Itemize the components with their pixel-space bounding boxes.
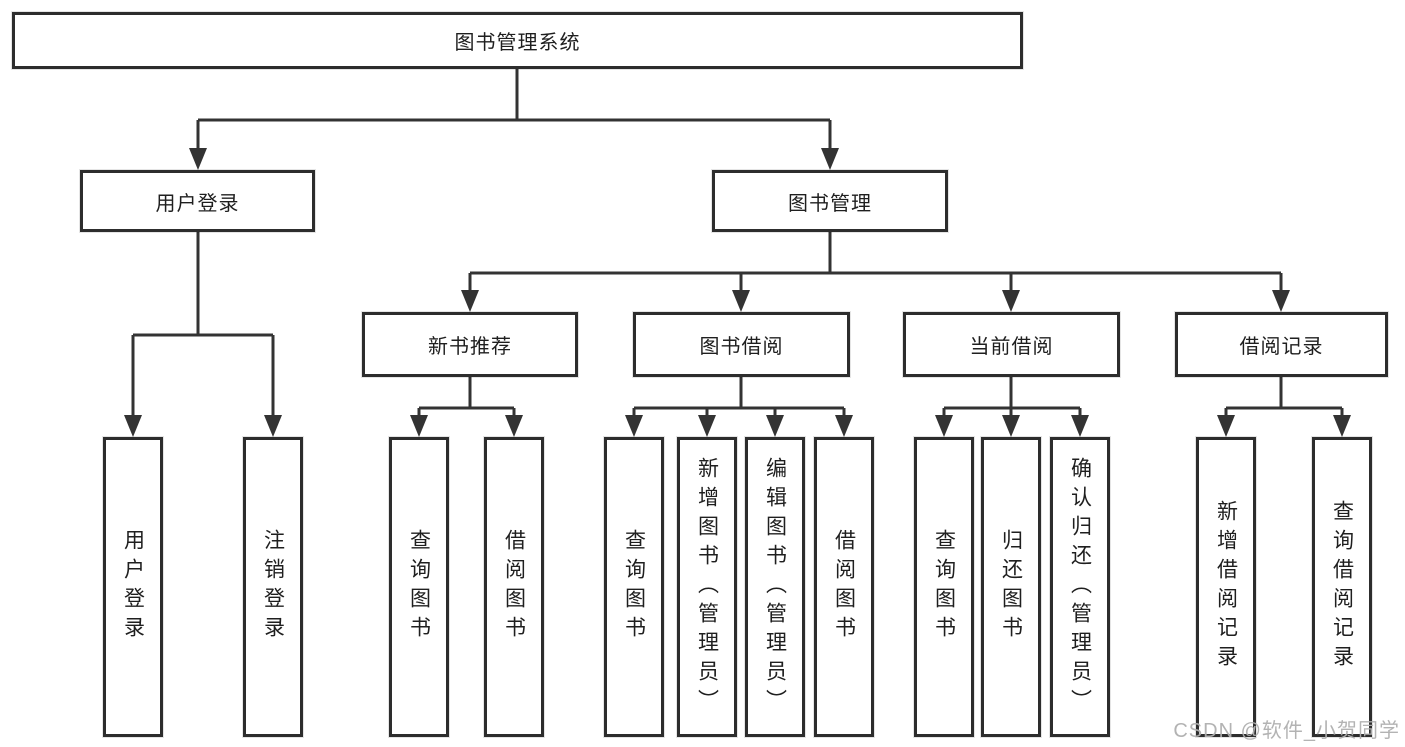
- leaf-add-books-admin: 新增图书（管理员）: [677, 437, 737, 737]
- node-label: 借阅图书: [502, 529, 526, 645]
- node-label: 图书管理系统: [454, 32, 581, 54]
- node-label: 借阅记录: [1239, 336, 1324, 358]
- leaf-logout: 注销登录: [243, 437, 303, 737]
- node-borrow-records: 借阅记录: [1175, 312, 1388, 377]
- leaf-confirm-return-admin: 确认归还（管理员）: [1050, 437, 1110, 737]
- node-label: 确认归还（管理员）: [1068, 456, 1092, 718]
- node-label: 用户登录: [155, 192, 240, 215]
- leaf-return-books: 归还图书: [981, 437, 1041, 737]
- node-label: 归还图书: [999, 529, 1023, 645]
- leaf-query-books-1: 查询图书: [389, 437, 449, 737]
- node-label: 查询图书: [932, 529, 956, 645]
- node-label: 图书借阅: [699, 336, 784, 358]
- leaf-query-books-2: 查询图书: [604, 437, 664, 737]
- csdn-watermark: CSDN @软件_小贺同学: [1173, 720, 1400, 742]
- leaf-add-borrow-record: 新增借阅记录: [1196, 437, 1256, 737]
- node-label: 图书管理: [788, 192, 872, 215]
- node-label: 当前借阅: [969, 336, 1054, 358]
- leaf-edit-books-admin: 编辑图书（管理员）: [745, 437, 805, 737]
- node-label: 编辑图书（管理员）: [763, 456, 787, 718]
- leaf-query-borrow-record: 查询借阅记录: [1312, 437, 1372, 737]
- node-label: 新增图书（管理员）: [695, 456, 719, 718]
- node-root-system: 图书管理系统: [12, 12, 1023, 69]
- node-current-borrow: 当前借阅: [903, 312, 1120, 377]
- node-label: 注销登录: [261, 529, 285, 645]
- node-label: 借阅图书: [832, 529, 856, 645]
- node-user-login: 用户登录: [80, 170, 315, 232]
- node-new-book-recommend: 新书推荐: [362, 312, 578, 377]
- leaf-borrow-books-2: 借阅图书: [814, 437, 874, 737]
- node-label: 查询图书: [622, 529, 646, 645]
- node-book-borrow: 图书借阅: [633, 312, 850, 377]
- node-label: 查询借阅记录: [1330, 500, 1354, 674]
- node-label: 新书推荐: [428, 336, 512, 358]
- node-label: 查询图书: [407, 529, 431, 645]
- node-book-management: 图书管理: [712, 170, 948, 232]
- node-label: 新增借阅记录: [1214, 500, 1238, 674]
- leaf-borrow-books-1: 借阅图书: [484, 437, 544, 737]
- leaf-query-books-3: 查询图书: [914, 437, 974, 737]
- node-label: 用户登录: [121, 529, 145, 645]
- leaf-user-login: 用户登录: [103, 437, 163, 737]
